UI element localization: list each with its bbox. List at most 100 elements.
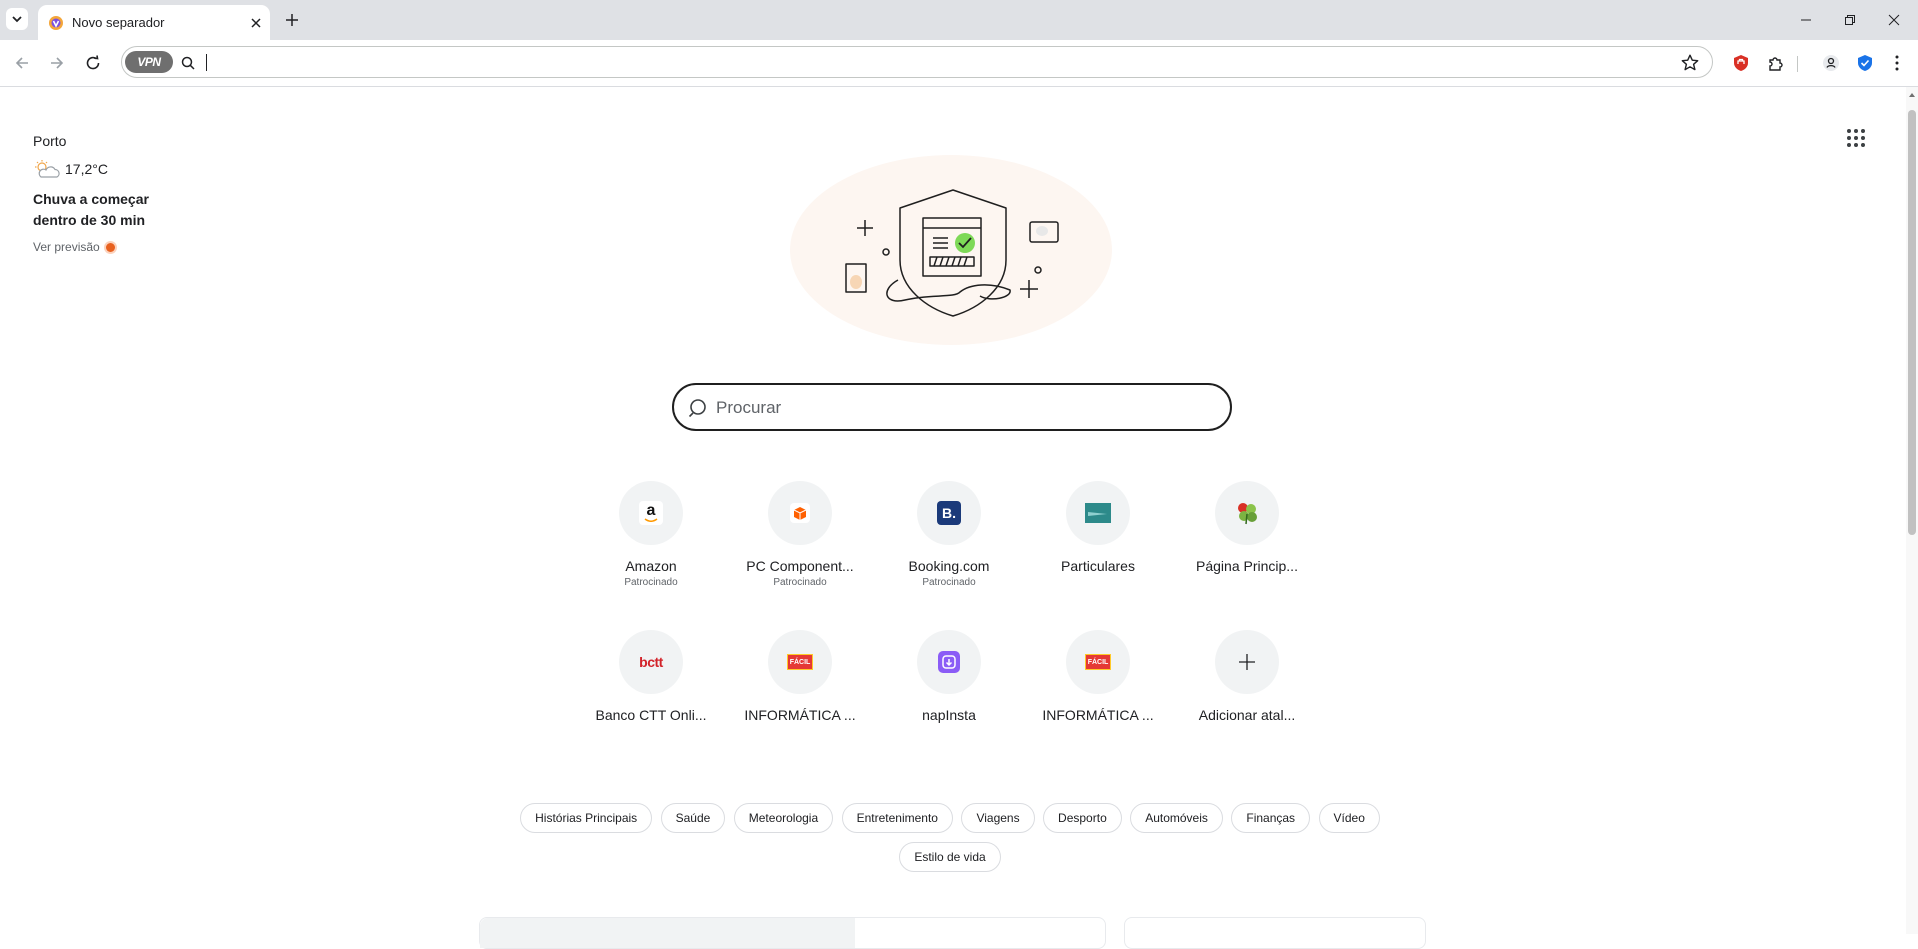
shortcut-label: PC Component... bbox=[746, 558, 854, 574]
shortcut-label: napInsta bbox=[922, 707, 976, 723]
weather-description: Chuva a começar dentro de 30 min bbox=[33, 191, 149, 228]
forward-button[interactable] bbox=[42, 48, 72, 78]
shortcut-informatica-1[interactable]: FÁCIL INFORMÁTICA ... bbox=[730, 630, 870, 750]
scroll-up-arrow-icon[interactable] bbox=[1908, 90, 1916, 100]
tab-active[interactable]: Novo separador bbox=[38, 5, 270, 40]
hero-background bbox=[790, 155, 1112, 345]
minimize-icon bbox=[1801, 19, 1811, 21]
category-financas[interactable]: Finanças bbox=[1231, 803, 1311, 833]
particulares-icon bbox=[1085, 503, 1111, 523]
partly-cloudy-icon bbox=[35, 160, 60, 178]
chevron-down-icon bbox=[12, 16, 22, 23]
weather-widget[interactable]: Porto 17,2°C Chuva a começar dentro de 3… bbox=[33, 133, 193, 254]
star-icon[interactable] bbox=[1680, 53, 1700, 73]
news-card[interactable] bbox=[479, 917, 1106, 949]
reload-button[interactable] bbox=[78, 48, 108, 78]
shortcut-label: Particulares bbox=[1061, 558, 1135, 574]
shortcut-banco-ctt[interactable]: bctt Banco CTT Onli... bbox=[581, 630, 721, 750]
news-categories: Histórias Principais Saúde Meteorologia … bbox=[500, 803, 1400, 881]
category-automoveis[interactable]: Automóveis bbox=[1130, 803, 1223, 833]
toolbar-divider bbox=[1797, 56, 1798, 72]
amazon-smile-icon bbox=[644, 518, 658, 522]
shield-extension-button[interactable] bbox=[1850, 48, 1880, 78]
category-saude[interactable]: Saúde bbox=[660, 803, 726, 833]
close-window-button[interactable] bbox=[1872, 0, 1916, 40]
browser-logo-icon bbox=[49, 15, 63, 30]
apps-grid-icon[interactable] bbox=[1843, 125, 1869, 151]
adblock-extension-button[interactable] bbox=[1726, 48, 1756, 78]
booking-logo-text: B. bbox=[942, 505, 956, 521]
informatica-logo-text: FÁCIL bbox=[1087, 658, 1109, 666]
address-bar[interactable]: VPN bbox=[121, 46, 1713, 78]
shield-check-icon bbox=[1858, 55, 1872, 71]
shortcut-label: Página Princip... bbox=[1196, 558, 1298, 574]
sponsored-label: Patrocinado bbox=[922, 577, 976, 588]
profile-icon bbox=[1823, 55, 1839, 71]
extensions-button[interactable] bbox=[1761, 48, 1791, 78]
shortcut-add[interactable]: Adicionar atal... bbox=[1177, 630, 1317, 750]
pccomponentes-icon bbox=[790, 503, 810, 523]
search-icon bbox=[688, 399, 706, 418]
category-meteorologia[interactable]: Meteorologia bbox=[733, 803, 834, 833]
shortcut-pccomponentes[interactable]: PC Component... Patrocinado bbox=[730, 481, 870, 601]
close-icon bbox=[251, 17, 261, 28]
profile-button[interactable] bbox=[1816, 48, 1846, 78]
informatica-facil-icon: FÁCIL bbox=[787, 654, 813, 670]
booking-icon: B. bbox=[937, 501, 961, 525]
ntp-search-box[interactable] bbox=[672, 383, 1232, 431]
category-estilo-de-vida[interactable]: Estilo de vida bbox=[899, 842, 1001, 872]
category-desporto[interactable]: Desporto bbox=[1043, 803, 1122, 833]
category-entretenimento[interactable]: Entretenimento bbox=[841, 803, 953, 833]
tab-search-button[interactable] bbox=[6, 8, 28, 30]
shortcut-pagina-principal[interactable]: Página Princip... bbox=[1177, 481, 1317, 601]
tab-title: Novo separador bbox=[72, 15, 165, 30]
restore-button[interactable] bbox=[1828, 0, 1872, 40]
clover-icon bbox=[1238, 503, 1257, 525]
category-video[interactable]: Vídeo bbox=[1318, 803, 1380, 833]
plus-icon bbox=[286, 14, 298, 26]
shortcut-label: Booking.com bbox=[908, 558, 990, 574]
shortcut-label: Amazon bbox=[625, 558, 677, 574]
adblock-icon bbox=[1734, 55, 1748, 71]
live-dot-icon bbox=[105, 242, 115, 252]
menu-button[interactable] bbox=[1882, 48, 1912, 78]
toolbar: VPN bbox=[0, 40, 1918, 87]
weather-temp-row: 17,2°C bbox=[33, 159, 193, 179]
scrollbar-thumb[interactable] bbox=[1908, 110, 1916, 535]
category-viagens[interactable]: Viagens bbox=[961, 803, 1035, 833]
arrow-right-icon bbox=[51, 57, 64, 69]
shortcut-amazon[interactable]: a Amazon Patrocinado bbox=[581, 481, 721, 601]
close-icon bbox=[1888, 14, 1900, 26]
plus-icon bbox=[1239, 654, 1255, 670]
shortcut-booking[interactable]: B. Booking.com Patrocinado bbox=[879, 481, 1019, 601]
shortcut-napinsta[interactable]: napInsta bbox=[879, 630, 1019, 750]
weather-city: Porto bbox=[33, 133, 67, 149]
weather-temperature: 17,2°C bbox=[65, 161, 108, 177]
amazon-logo-letter: a bbox=[646, 502, 656, 519]
informatica-facil-icon: FÁCIL bbox=[1085, 654, 1111, 670]
forecast-link-label: Ver previsão bbox=[33, 240, 100, 254]
informatica-logo-text: FÁCIL bbox=[789, 658, 811, 666]
new-tab-button[interactable] bbox=[280, 8, 304, 32]
shortcut-particulares[interactable]: Particulares bbox=[1028, 481, 1168, 601]
tab-close-button[interactable] bbox=[242, 9, 270, 37]
shortcut-informatica-2[interactable]: FÁCIL INFORMÁTICA ... bbox=[1028, 630, 1168, 750]
back-button[interactable] bbox=[7, 48, 37, 78]
shield-illustration-icon bbox=[845, 189, 1059, 317]
shortcut-label: INFORMÁTICA ... bbox=[1042, 707, 1154, 723]
napinsta-icon bbox=[938, 651, 960, 673]
minimize-button[interactable] bbox=[1784, 0, 1828, 40]
more-vert-icon bbox=[1895, 55, 1899, 71]
shortcut-label: Banco CTT Onli... bbox=[595, 707, 707, 723]
reload-icon bbox=[86, 55, 100, 70]
news-card[interactable] bbox=[1124, 917, 1426, 949]
ntp-search-input[interactable] bbox=[714, 395, 1218, 421]
category-historias-principais[interactable]: Histórias Principais bbox=[520, 803, 653, 833]
vpn-badge[interactable]: VPN bbox=[125, 51, 173, 73]
restore-icon bbox=[1845, 15, 1855, 25]
news-card-image bbox=[480, 918, 855, 948]
bctt-icon: bctt bbox=[639, 654, 663, 670]
text-caret bbox=[206, 54, 207, 71]
sponsored-label: Patrocinado bbox=[624, 577, 678, 588]
weather-forecast-link[interactable]: Ver previsão bbox=[33, 240, 193, 254]
